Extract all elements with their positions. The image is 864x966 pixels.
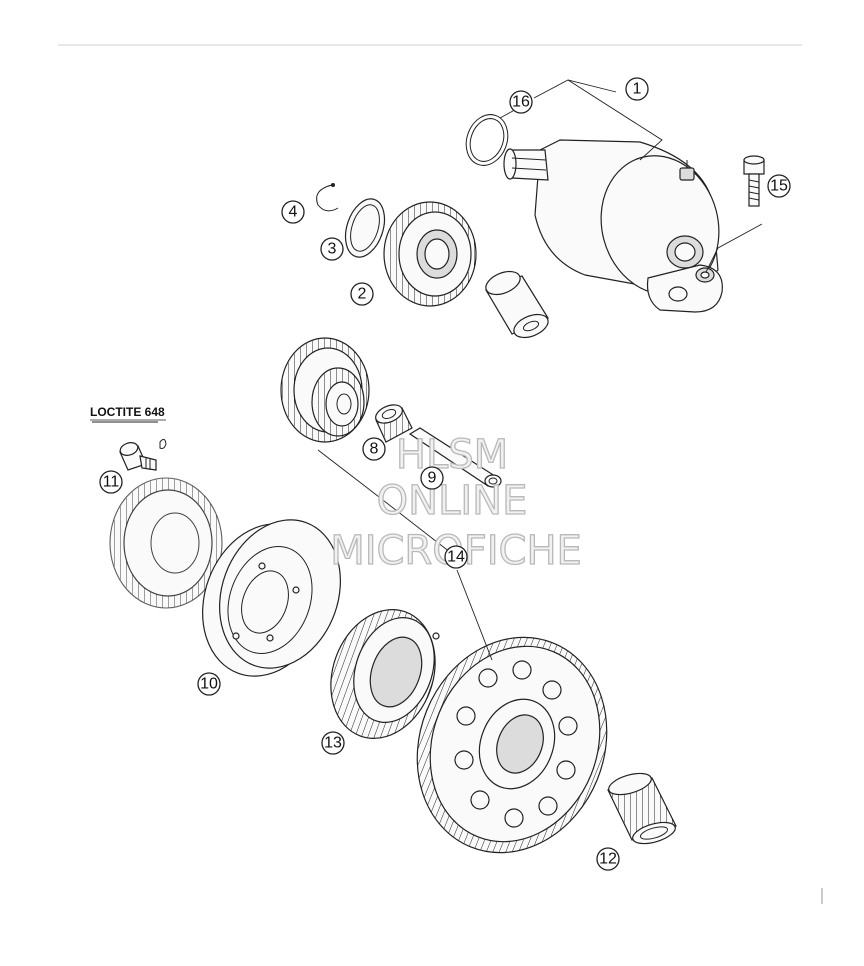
primary-gear	[109, 477, 223, 609]
circlip	[316, 183, 339, 212]
pin	[408, 427, 502, 488]
callout-12: 12	[596, 847, 620, 871]
callout-9: 9	[420, 466, 444, 490]
svg-text:1: 1	[633, 81, 642, 98]
callout-2: 2	[350, 282, 374, 306]
watermark-line-2: ONLINE	[377, 478, 528, 524]
callout-13: 13	[321, 731, 345, 755]
svg-text:10: 10	[200, 676, 218, 693]
svg-text:2: 2	[358, 286, 367, 303]
callout-3: 3	[320, 237, 344, 261]
svg-text:15: 15	[770, 178, 788, 195]
washer	[344, 198, 386, 258]
callout-10: 10	[197, 672, 221, 696]
loctite-note: LOCTITE 648	[90, 405, 165, 419]
svg-text:14: 14	[447, 549, 465, 566]
needle-bearing	[375, 404, 413, 443]
svg-text:13: 13	[324, 735, 342, 752]
intermediate-gear	[383, 201, 477, 307]
svg-text:4: 4	[289, 204, 298, 221]
starter-gear	[416, 636, 608, 854]
bushing	[485, 270, 549, 339]
rotor	[202, 519, 341, 677]
watermark-line-1: HLSM	[396, 432, 508, 478]
o-ring	[465, 114, 509, 166]
callout-8: 8	[362, 437, 386, 461]
svg-text:8: 8	[370, 441, 379, 458]
freewheel	[330, 609, 440, 739]
callout-16: 16	[509, 90, 533, 114]
svg-text:16: 16	[512, 94, 530, 111]
svg-text:11: 11	[103, 474, 120, 491]
torque-limiter-gear	[280, 337, 370, 443]
callout-1: 1	[625, 77, 649, 101]
watermark: HLSM ONLINE MICROFICHE	[330, 431, 583, 574]
svg-text:12: 12	[599, 851, 617, 868]
screw	[119, 438, 167, 471]
svg-text:9: 9	[428, 470, 437, 487]
svg-text:3: 3	[328, 241, 337, 258]
leader-lines	[92, 79, 763, 661]
starter-motor	[503, 139, 723, 313]
callout-4: 4	[281, 200, 305, 224]
bolt	[743, 155, 765, 207]
callout-15: 15	[767, 174, 791, 198]
callout-14: 14	[444, 545, 468, 569]
callout-11: 11	[99, 470, 123, 494]
needle-cage	[607, 772, 677, 845]
